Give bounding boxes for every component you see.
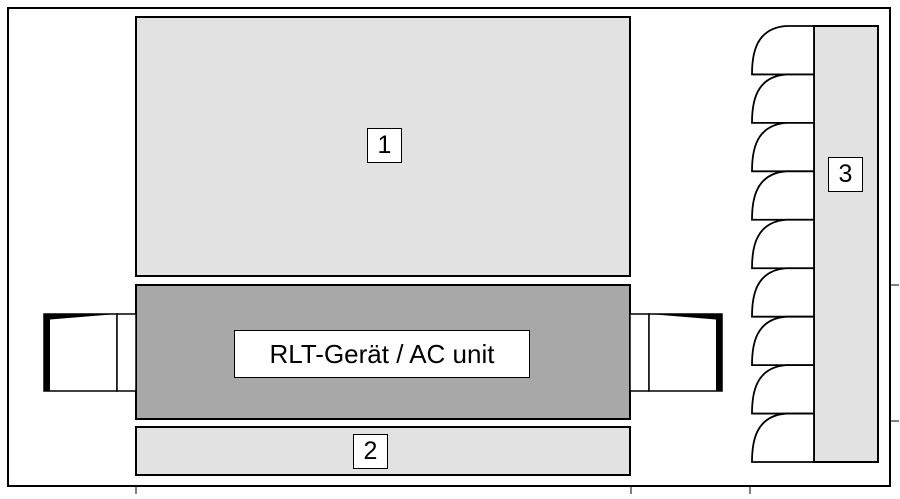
air-diffuser-icon [751, 218, 815, 270]
component-3-panel [813, 25, 879, 463]
air-diffuser-icon [751, 267, 815, 318]
component-3-label: 3 [828, 157, 863, 192]
diffuser-column [751, 25, 815, 463]
component-1-label: 1 [367, 128, 402, 163]
ac-unit-label: RLT-Gerät / AC unit [234, 330, 530, 378]
duct-connector-icon [629, 313, 723, 392]
air-diffuser-icon [751, 25, 815, 76]
air-diffuser-icon [751, 170, 815, 221]
air-diffuser-icon [751, 73, 815, 124]
duct-connector-icon [43, 313, 137, 392]
air-diffuser-icon [751, 121, 815, 173]
component-2-label: 2 [353, 434, 388, 469]
air-diffuser-icon [751, 364, 815, 415]
air-diffuser-icon [751, 315, 815, 367]
air-diffuser-icon [751, 412, 815, 463]
